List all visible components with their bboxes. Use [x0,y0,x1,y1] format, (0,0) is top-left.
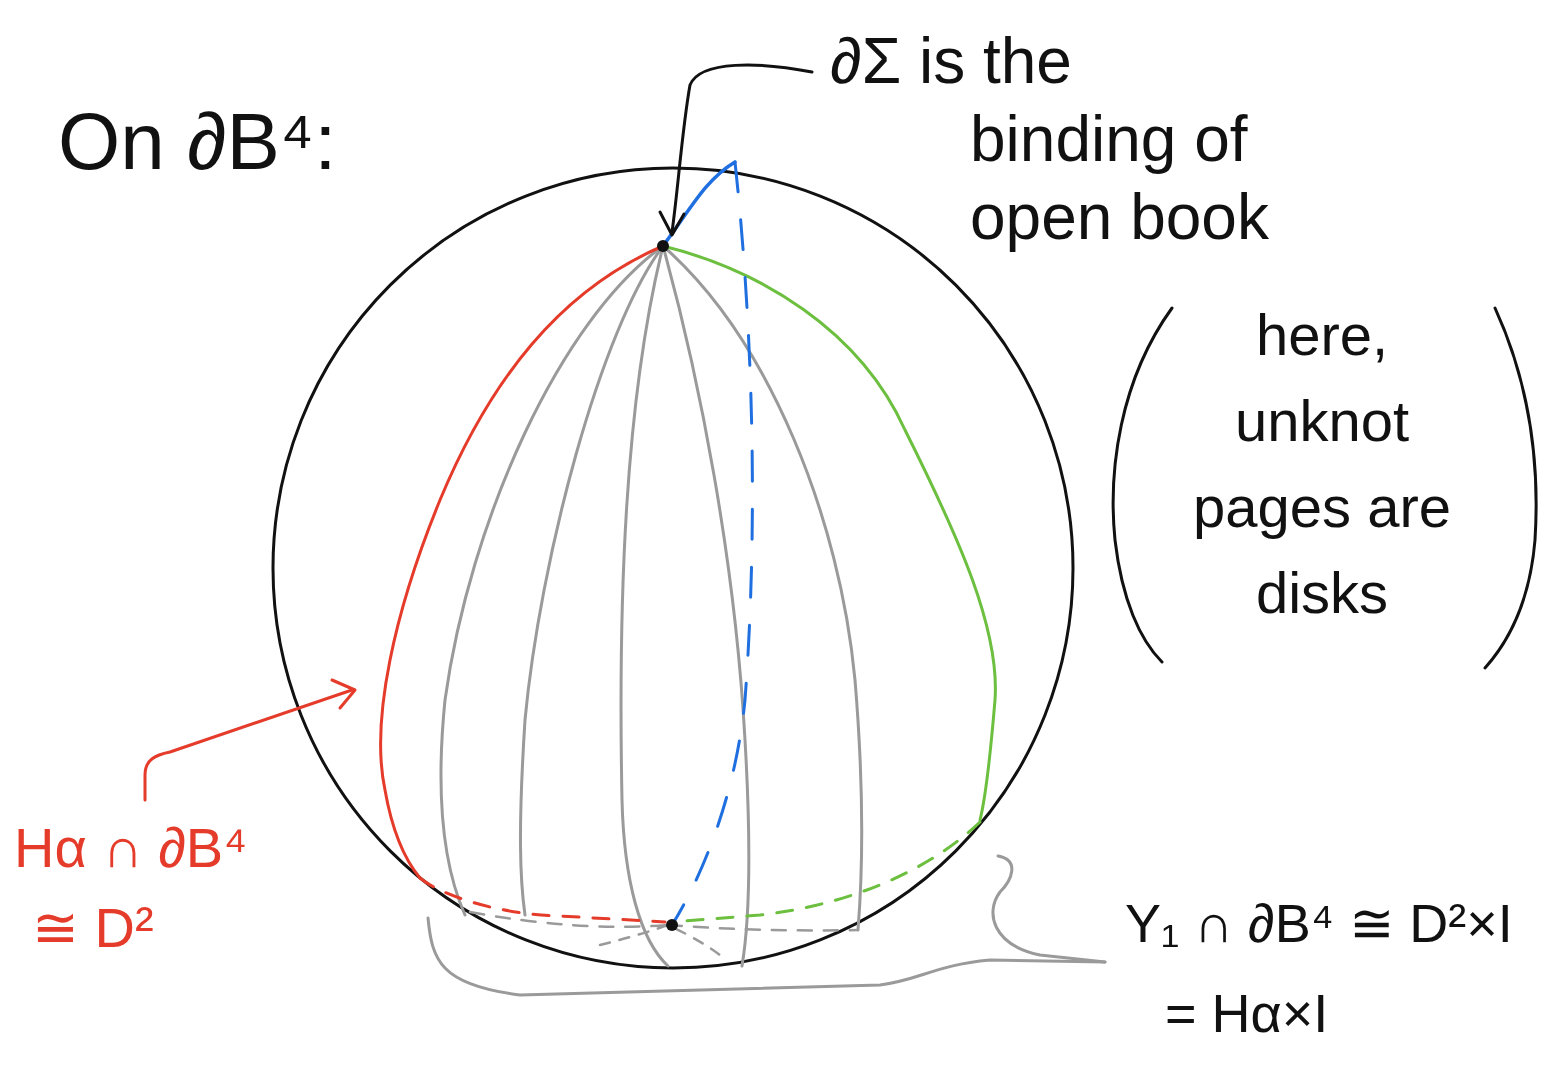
red-page-hidden [420,878,665,922]
callout-bracket [993,856,1105,962]
arrowhead [332,680,355,708]
pages-note: here, unknot pages are disks [1190,292,1454,636]
page-curve [441,246,663,915]
binding-note: ∂Σ is the binding of open book [830,22,1275,256]
hidden-page-curve [668,925,858,930]
page-curve [663,246,862,930]
page-curve [621,246,668,966]
binding-point [657,240,669,252]
green-page-hidden [672,822,980,922]
leader-line [672,65,812,232]
thickened-page-label: Y₁ ∩ ∂B⁴ ≅ D²×I = Hα×I [1125,878,1519,1058]
sphere-title: On ∂B⁴: [58,92,336,192]
page-curve [520,246,663,915]
arrowhead [660,212,684,235]
binding-point [666,919,678,931]
green-page [663,246,995,820]
parenthesis [1113,308,1172,662]
parenthesis [1485,308,1536,668]
blue-page-hidden [672,162,752,925]
hidden-page-curve [600,925,720,955]
callout-bracket [428,918,1105,995]
page-label: Hα ∩ ∂B⁴ ≅ D² [14,808,253,968]
leader-line [145,690,352,800]
boundary-sphere [273,168,1073,968]
red-page [381,246,663,878]
